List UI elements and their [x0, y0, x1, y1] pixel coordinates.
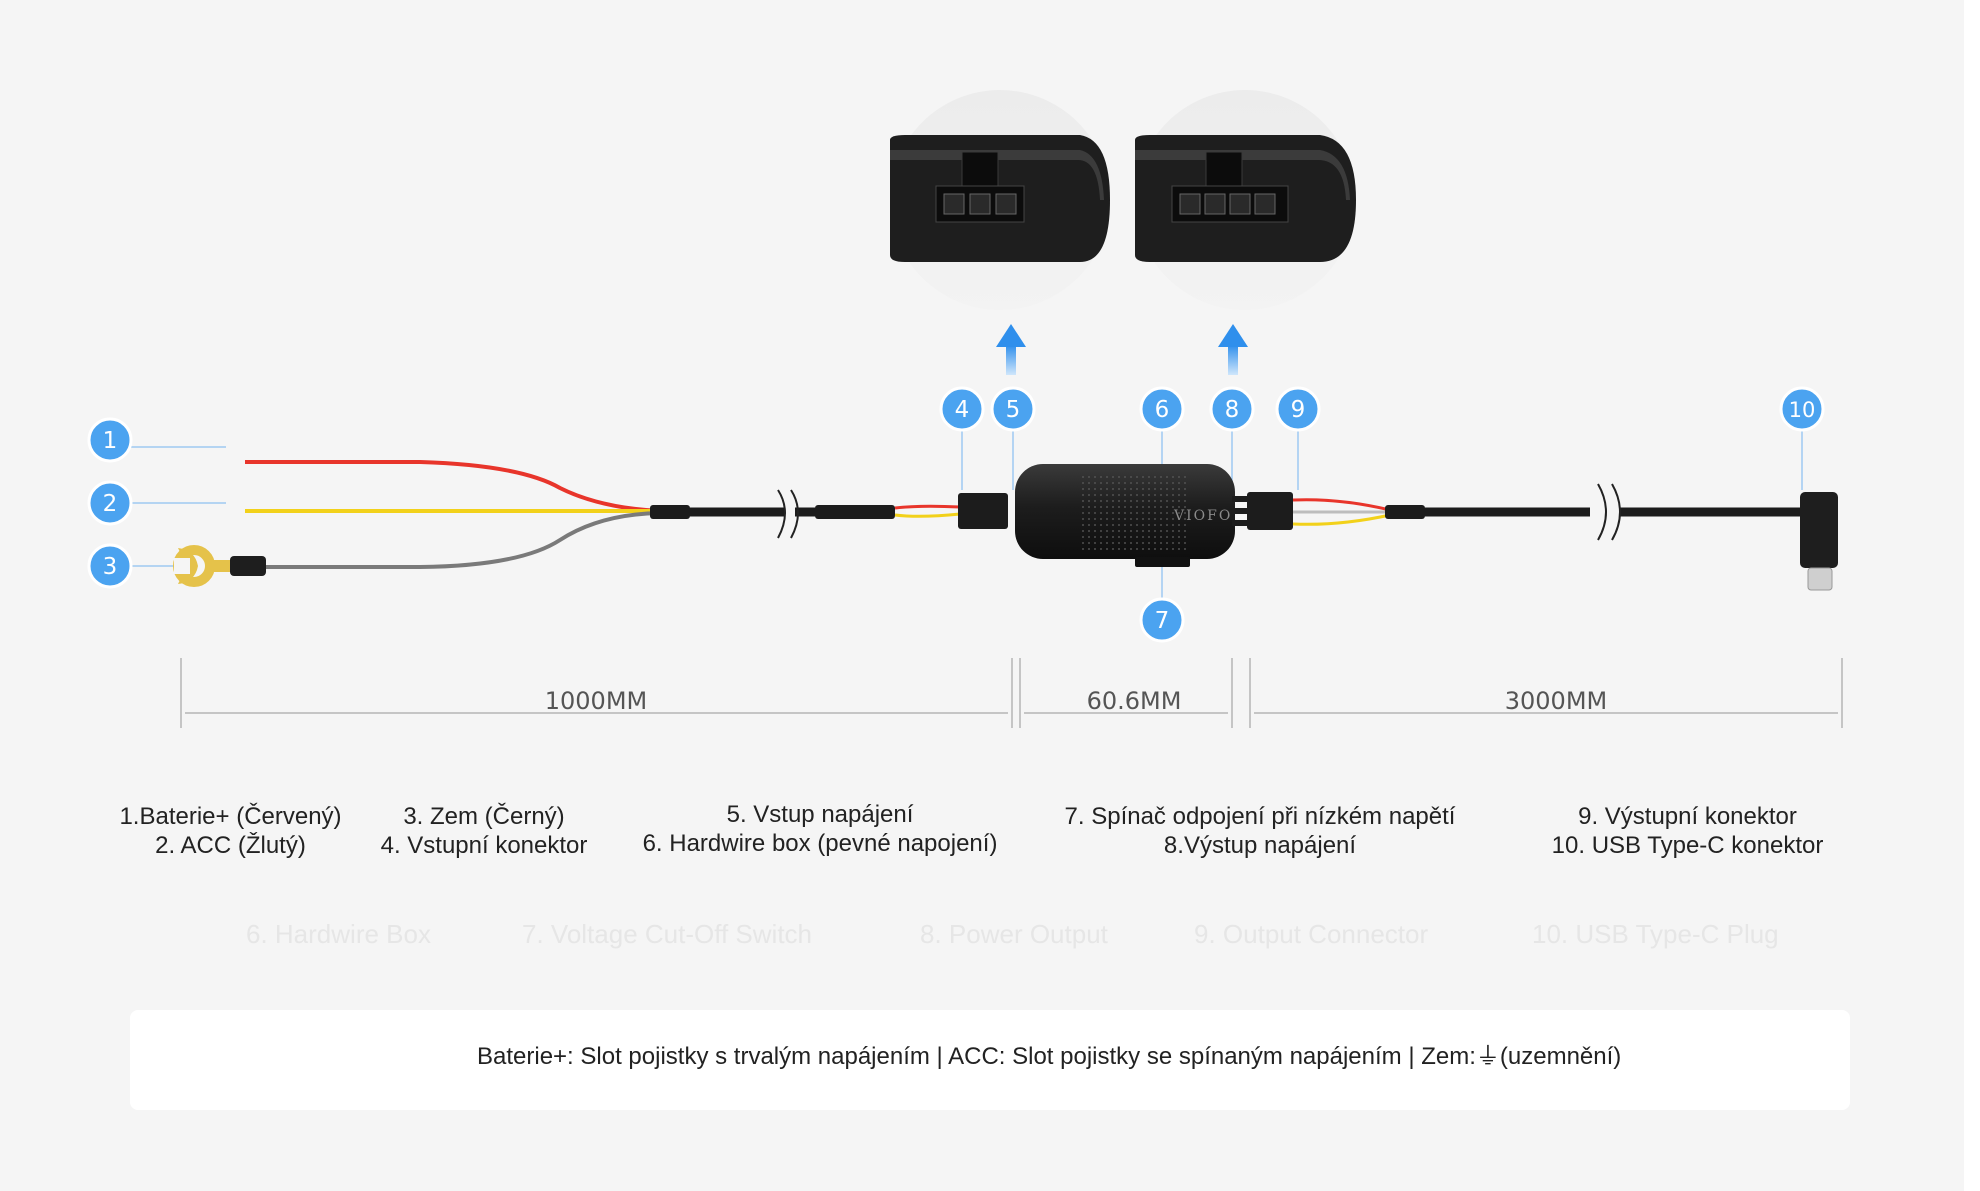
legend-item: 5. Vstup napájení: [726, 801, 914, 828]
arrow-up-icon: [1218, 324, 1248, 375]
hardwire-box: VIOFO: [1015, 464, 1235, 567]
red-wire: [245, 460, 661, 513]
gray-wire: [265, 511, 661, 569]
legend-item: 7. Spínač odpojení při nízkém napětí: [1064, 803, 1456, 830]
dimension-label-1000mm: 1000MM: [545, 687, 648, 715]
note-text: Baterie+: Slot pojistky s trvalým napáje…: [477, 1043, 1622, 1070]
break-mark: [1597, 483, 1621, 541]
note-panel: [130, 1010, 1850, 1110]
input-connector-zoom: [890, 90, 1110, 310]
callouts: 1 2 3 4 5 6 7 8 9 10: [87, 386, 1825, 643]
legend-item: 4. Vstupní konektor: [380, 832, 588, 859]
output-connector: [1247, 492, 1293, 530]
device-logo: VIOFO: [1173, 508, 1232, 524]
legend-item: 1.Baterie+ (Červený): [119, 803, 342, 830]
callout-number: 1: [103, 428, 118, 454]
callout-8: 8: [1209, 386, 1255, 432]
legend-col-3: 5. Vstup napájení 6. Hardwire box (pevné…: [620, 800, 1020, 858]
legend-col-5: 9. Výstupní konektor 10. USB Type-C kone…: [1530, 802, 1845, 860]
callout-number: 9: [1291, 397, 1306, 423]
callout-number: 3: [103, 554, 118, 580]
arrow-up-icon: [996, 324, 1026, 375]
ring-terminal-icon: [173, 545, 266, 587]
ghost-label: 8. Power Output: [920, 919, 1108, 949]
legend-item: 9. Výstupní konektor: [1578, 803, 1797, 830]
callout-number: 2: [103, 491, 118, 517]
callout-number: 8: [1225, 397, 1240, 423]
dimension-lines: [180, 658, 1843, 728]
callout-1: 1: [87, 417, 133, 463]
legend-col-4: 7. Spínač odpojení při nízkém napětí 8.V…: [1040, 802, 1480, 860]
ghost-label: 10. USB Type-C Plug: [1532, 919, 1779, 949]
legend-col-1: 1.Baterie+ (Červený) 2. ACC (Žlutý): [108, 802, 353, 860]
output-connector-zoom: [1135, 90, 1356, 310]
callout-number: 5: [1006, 397, 1021, 423]
callout-2: 2: [87, 480, 133, 526]
callout-number: 4: [955, 397, 970, 423]
callout-4: 4: [939, 386, 985, 432]
callout-9: 9: [1275, 386, 1321, 432]
callout-6: 6: [1139, 386, 1185, 432]
legend-item: 3. Zem (Černý): [403, 803, 565, 830]
callout-number: 7: [1155, 608, 1170, 634]
callout-number: 10: [1789, 398, 1816, 422]
legend-item: 10. USB Type-C konektor: [1551, 832, 1824, 859]
legend-item: 8.Výstup napájení: [1163, 832, 1357, 859]
legend-col-2: 3. Zem (Černý) 4. Vstupní konektor: [366, 802, 602, 860]
dimension-label-3000mm: 3000MM: [1505, 687, 1608, 715]
ghost-label: 6. Hardwire Box: [246, 919, 431, 949]
wire-harness-right: [1232, 492, 1838, 591]
break-mark: [777, 489, 799, 539]
legend-item: 2. ACC (Žlutý): [155, 832, 306, 859]
callout-7: 7: [1139, 597, 1185, 643]
callout-10: 10: [1779, 386, 1825, 432]
ghost-label: 7. Voltage Cut-Off Switch: [522, 919, 812, 949]
wire-harness-left: [245, 460, 961, 569]
callout-number: 6: [1155, 397, 1170, 423]
legend-item: 6. Hardwire box (pevné napojení): [642, 830, 998, 857]
input-connector: [958, 493, 1008, 529]
callout-5: 5: [990, 386, 1036, 432]
ghost-label: 9. Output Connector: [1194, 919, 1429, 949]
callout-3: 3: [87, 543, 133, 589]
dimension-label-60mm: 60.6MM: [1087, 687, 1182, 715]
